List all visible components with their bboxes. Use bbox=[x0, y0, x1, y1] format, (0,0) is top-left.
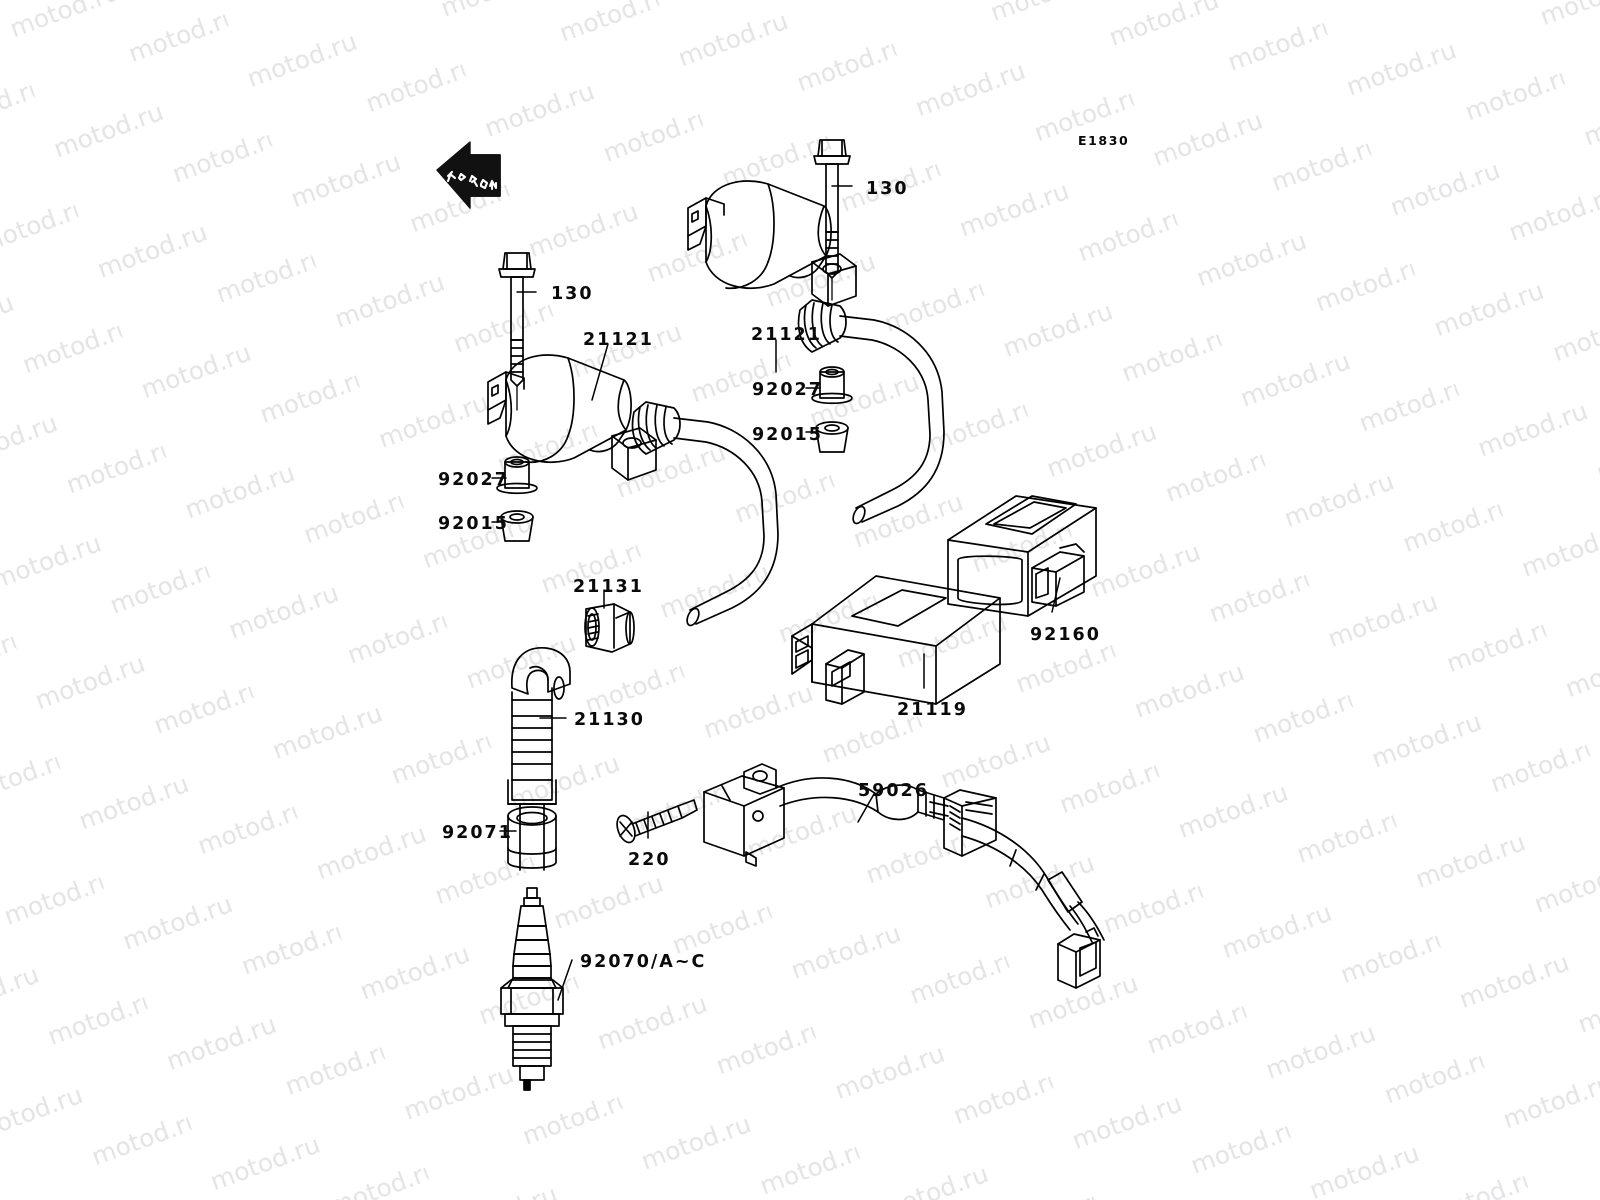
label-21121-right: 21121 bbox=[751, 325, 822, 345]
label-21119: 21119 bbox=[897, 700, 968, 720]
label-92071: 92071 bbox=[442, 823, 513, 843]
label-130-right: 130 bbox=[866, 179, 909, 199]
label-59026: 59026 bbox=[858, 781, 929, 801]
label-92015-left: 92015 bbox=[438, 514, 509, 534]
label-21131: 21131 bbox=[573, 577, 644, 597]
label-92160: 92160 bbox=[1030, 625, 1101, 645]
label-92027-right: 92027 bbox=[752, 380, 823, 400]
label-21130: 21130 bbox=[574, 710, 645, 730]
label-92070: 92070/A~C bbox=[580, 952, 707, 972]
label-21121-left: 21121 bbox=[583, 330, 654, 350]
diagram-code: E1830 bbox=[1078, 133, 1130, 148]
label-92027-left: 92027 bbox=[438, 470, 509, 490]
label-92015-right: 92015 bbox=[752, 425, 823, 445]
label-220: 220 bbox=[628, 850, 671, 870]
label-130-left: 130 bbox=[551, 284, 594, 304]
